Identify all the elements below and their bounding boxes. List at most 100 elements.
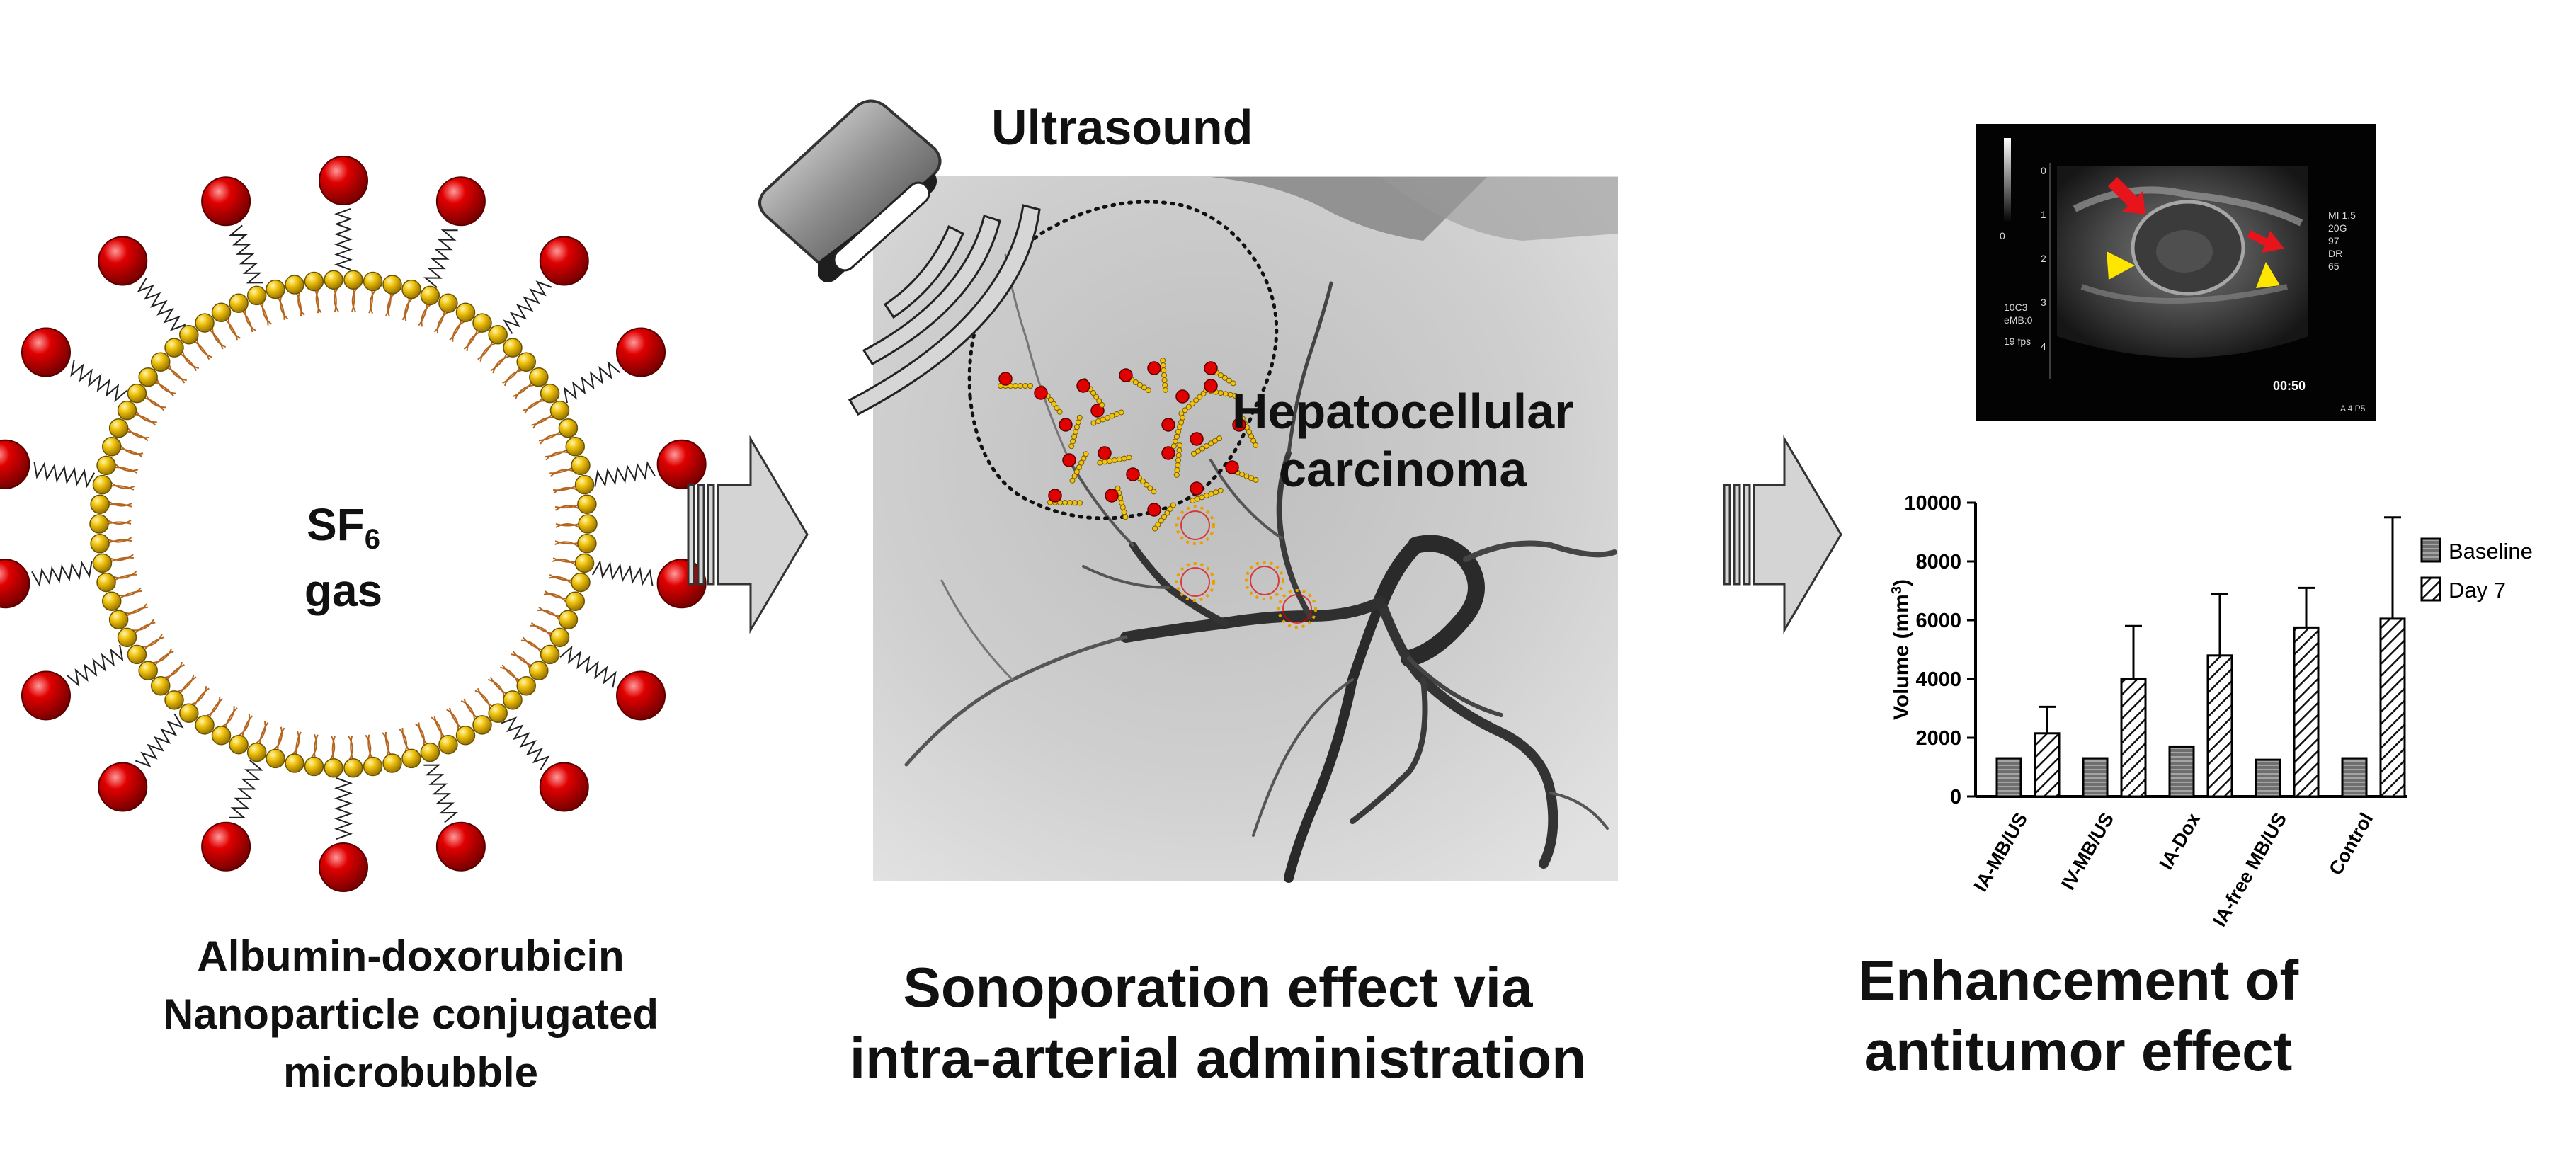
tumor-pointer-arrow-icon bbox=[2108, 177, 2284, 253]
caption-line: Nanoparticle conjugated bbox=[162, 990, 659, 1038]
microbubble-panel: SF6 gas Albumin-doxorubicin Nanoparticle… bbox=[0, 0, 836, 1171]
caption-line: Enhancement of bbox=[1857, 949, 2299, 1012]
gas-core-name: SF bbox=[306, 499, 365, 550]
bar bbox=[2293, 626, 2320, 798]
tumor-microbubble bbox=[1190, 481, 1224, 504]
y-tick-label: 8000 bbox=[1915, 551, 1961, 573]
tumor-microbubble bbox=[1147, 358, 1168, 393]
tumor-microbubble bbox=[1175, 389, 1207, 417]
tumor-microbubble bbox=[1097, 446, 1132, 466]
nanoparticle bbox=[559, 645, 666, 721]
tumor-microbubble bbox=[1161, 442, 1183, 478]
tumor-margin-marker-icon bbox=[2107, 251, 2280, 288]
hepatic-vessels bbox=[904, 253, 1617, 883]
depth-tick: 3 bbox=[2041, 297, 2046, 308]
y-tick-label: 2000 bbox=[1915, 727, 1961, 750]
legend-label: Baseline bbox=[2449, 539, 2533, 564]
gas-core-line2: gas bbox=[304, 565, 383, 616]
tumor-label-line: carcinoma bbox=[1279, 442, 1527, 497]
angiogram-image bbox=[873, 176, 1618, 881]
tumor-boundary bbox=[967, 200, 1279, 520]
legend-swatch bbox=[2420, 537, 2441, 563]
x-tick-label: Control bbox=[2325, 809, 2377, 879]
tumor-microbubble bbox=[1062, 451, 1089, 484]
ultrasound-waves bbox=[848, 204, 1041, 416]
tumor-microbubble bbox=[1161, 414, 1186, 450]
nanoparticle bbox=[563, 327, 666, 404]
scan-info-left: 10C3 eMB:0 19 fps bbox=[2004, 302, 2033, 347]
nanoparticle bbox=[0, 559, 93, 609]
depth-tick: 4 bbox=[2041, 341, 2046, 352]
nanoparticle bbox=[98, 714, 184, 812]
antitumor-panel: 0 0 1 2 3 4 10C3 eMB:0 19 fps MI 1.5 20G… bbox=[1650, 0, 2576, 1171]
caption-line: intra-arterial administration bbox=[849, 1027, 1587, 1090]
tumor-microbubble bbox=[1190, 432, 1223, 457]
bar bbox=[2034, 732, 2061, 798]
angiogram-diagram bbox=[758, 99, 1618, 883]
bar bbox=[2168, 745, 2195, 798]
nanoparticle bbox=[201, 176, 263, 284]
scan-footer: A 4 P5 bbox=[2340, 404, 2366, 413]
nanoparticle bbox=[201, 760, 263, 872]
y-tick-label: 10000 bbox=[1904, 492, 1961, 515]
ultrasound-label: Ultrasound bbox=[991, 100, 1253, 155]
tumor-microbubble bbox=[1059, 414, 1083, 450]
tumor-microbubble bbox=[1232, 416, 1259, 448]
nanoparticle bbox=[319, 156, 368, 270]
depth-tick: 2 bbox=[2041, 253, 2046, 264]
bar bbox=[2120, 678, 2147, 798]
bar bbox=[2379, 617, 2406, 798]
caption-line: Albumin-doxorubicin bbox=[197, 932, 625, 980]
tumor-microbubble bbox=[1147, 502, 1176, 532]
depth-tick: 0 bbox=[2041, 165, 2046, 176]
caption-line: Sonoporation effect via bbox=[903, 956, 1533, 1019]
antitumor-caption: Enhancement of antitumor effect bbox=[1799, 945, 2358, 1087]
microbubble-diagram bbox=[0, 156, 707, 892]
y-tick-label: 6000 bbox=[1915, 610, 1961, 632]
bar bbox=[1995, 757, 2022, 798]
x-tick-label: IA-MB/US bbox=[1970, 809, 2031, 896]
tumor-label-line: Hepatocellular bbox=[1232, 384, 1574, 439]
tumor-microbubbles bbox=[998, 358, 1259, 532]
chart-bars bbox=[1995, 516, 2406, 798]
tumor-microbubble bbox=[1204, 361, 1236, 387]
nanoparticle bbox=[319, 777, 368, 892]
vessel-targets bbox=[1175, 505, 1317, 629]
caption-line: antitumor effect bbox=[1864, 1019, 2293, 1083]
ultrasound-probe-icon bbox=[758, 99, 942, 282]
x-tick-label: IV-MB/US bbox=[2057, 809, 2118, 893]
caption-line: microbubble bbox=[283, 1049, 539, 1096]
tumor-microbubble bbox=[1047, 489, 1083, 506]
x-tick-label: IA-free MB/US bbox=[2209, 809, 2291, 930]
bar bbox=[2341, 757, 2368, 798]
x-tick-label: IA-Dox bbox=[2155, 809, 2204, 873]
tumor-microbubble bbox=[1105, 485, 1129, 520]
tumor-microbubble bbox=[1203, 379, 1238, 399]
y-axis-label: Volume (mm3) bbox=[1889, 579, 1913, 720]
ultrasound-scan bbox=[2004, 138, 2308, 379]
tumor-microbubble bbox=[1034, 385, 1063, 415]
gas-core-label: SF6 gas bbox=[269, 499, 418, 616]
sonoporation-caption: Sonoporation effect via intra-arterial a… bbox=[821, 952, 1614, 1094]
nanoparticle bbox=[594, 439, 707, 489]
bar bbox=[2255, 758, 2281, 798]
nanoparticle bbox=[423, 764, 486, 872]
nanoparticle bbox=[98, 236, 186, 331]
tumor-microbubble bbox=[1225, 460, 1259, 483]
legend-swatch bbox=[2420, 576, 2441, 602]
nanoparticle bbox=[0, 439, 96, 489]
gas-core-subscript: 6 bbox=[364, 524, 381, 555]
tumor-microbubble bbox=[1126, 467, 1157, 495]
lipid-heads bbox=[89, 270, 598, 778]
sonoporation-panel: Ultrasound Hepatocellular carcinoma Sono… bbox=[673, 0, 1735, 1171]
tumor-microbubble bbox=[1119, 368, 1151, 394]
ultrasound-image: 0 0 1 2 3 4 10C3 eMB:0 19 fps MI 1.5 20G… bbox=[1976, 124, 2376, 421]
y-tick-label: 0 bbox=[1950, 786, 1961, 809]
microbubble-caption: Albumin-doxorubicin Nanoparticle conjuga… bbox=[28, 927, 793, 1102]
bar bbox=[2082, 757, 2109, 798]
lipid-tails bbox=[107, 287, 580, 760]
tumor-microbubble bbox=[998, 372, 1033, 389]
